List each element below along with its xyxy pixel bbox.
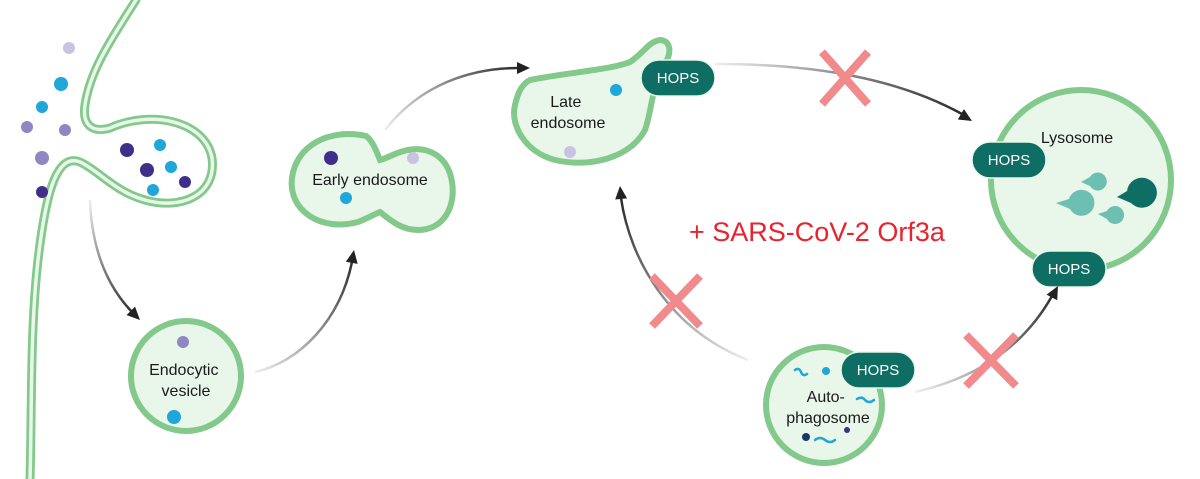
hops-lysosome-bottom: HOPS bbox=[1031, 250, 1107, 288]
hops-autophagosome: HOPS bbox=[840, 351, 916, 389]
blocked-cross-icon bbox=[819, 49, 871, 107]
hops-label: HOPS bbox=[857, 362, 900, 379]
late-endosome-label: Late endosome bbox=[531, 94, 606, 132]
cargo-particle bbox=[844, 427, 850, 433]
late-endosome: Late endosome bbox=[511, 36, 673, 166]
cargo-particle bbox=[167, 410, 181, 424]
arrow-to-late-endosome bbox=[384, 66, 519, 131]
cargo-fragment bbox=[813, 436, 837, 444]
condition-label: + SARS-CoV-2 Orf3a bbox=[689, 217, 946, 247]
cargo-particle bbox=[154, 139, 166, 151]
cargo-particle bbox=[120, 143, 134, 157]
cargo-particle bbox=[147, 184, 159, 196]
arrow-to-early-endosome bbox=[254, 261, 354, 374]
arrow-autophagosome-to-lysosome bbox=[914, 295, 1054, 394]
endocytic-vesicle-membrane bbox=[128, 318, 244, 434]
lysosomal-enzyme-icon bbox=[1098, 206, 1125, 224]
early-endosome: Early endosome bbox=[288, 131, 456, 234]
cargo-particle bbox=[36, 101, 48, 113]
arrow-autophagosome-to-late-endosome bbox=[619, 197, 749, 362]
cargo-particle bbox=[140, 163, 154, 177]
invagination-cargo bbox=[120, 139, 191, 196]
blocked-cross-icon bbox=[963, 332, 1019, 389]
hops-late-endosome: HOPS bbox=[640, 59, 716, 97]
cargo-particle bbox=[822, 367, 830, 375]
cargo-particle bbox=[407, 152, 419, 164]
endocytic-vesicle-label: Endocytic vesicle bbox=[149, 362, 223, 400]
lysosomal-enzyme-icon bbox=[1117, 177, 1157, 208]
cargo-particle bbox=[610, 84, 622, 96]
cargo-particle bbox=[340, 192, 352, 204]
cargo-particle bbox=[177, 336, 189, 348]
extracellular-cargo bbox=[21, 42, 75, 198]
lysosomal-enzyme-icon bbox=[1081, 172, 1107, 191]
cargo-particle bbox=[802, 433, 810, 441]
arrowhead-icon bbox=[345, 250, 358, 264]
lysosome: Lysosome bbox=[988, 87, 1174, 273]
cargo-particle bbox=[179, 176, 191, 188]
hops-label: HOPS bbox=[988, 152, 1031, 169]
cargo-particle bbox=[36, 186, 48, 198]
endocytic-vesicle: Endocytic vesicle bbox=[128, 318, 244, 434]
cargo-fragment bbox=[855, 396, 876, 404]
blocked-cross-icon bbox=[649, 273, 703, 329]
arrowhead-icon bbox=[957, 109, 972, 121]
autophagosome-label: Auto- phagosome bbox=[786, 389, 870, 427]
arrowhead-icon bbox=[517, 62, 530, 74]
cargo-particle bbox=[564, 146, 576, 158]
cargo-particle bbox=[63, 42, 75, 54]
pathway-arrows bbox=[88, 62, 1058, 394]
plasma-membrane-inner bbox=[28, 0, 215, 479]
arrowhead-icon bbox=[615, 186, 628, 200]
lysosome-label: Lysosome bbox=[1041, 130, 1113, 147]
arrow-to-endocytic-vesicle bbox=[88, 199, 135, 315]
early-endosome-label: Early endosome bbox=[312, 172, 428, 189]
late-endosome-membrane bbox=[511, 36, 673, 166]
cargo-particle bbox=[35, 151, 49, 165]
hops-label: HOPS bbox=[657, 70, 700, 87]
hops-label: HOPS bbox=[1048, 261, 1091, 278]
cargo-particle bbox=[21, 121, 33, 133]
lysosomal-enzyme-icon bbox=[1056, 189, 1095, 216]
cargo-particle bbox=[54, 77, 68, 91]
hops-lysosome-left: HOPS bbox=[971, 141, 1047, 179]
arrowhead-icon bbox=[1046, 286, 1058, 301]
cargo-particle bbox=[59, 124, 71, 136]
arrow-late-endosome-to-lysosome bbox=[714, 62, 963, 116]
arrowhead-icon bbox=[126, 306, 140, 320]
cargo-particle bbox=[165, 161, 177, 173]
cargo-particle bbox=[324, 151, 338, 165]
cargo-fragment bbox=[793, 367, 809, 377]
